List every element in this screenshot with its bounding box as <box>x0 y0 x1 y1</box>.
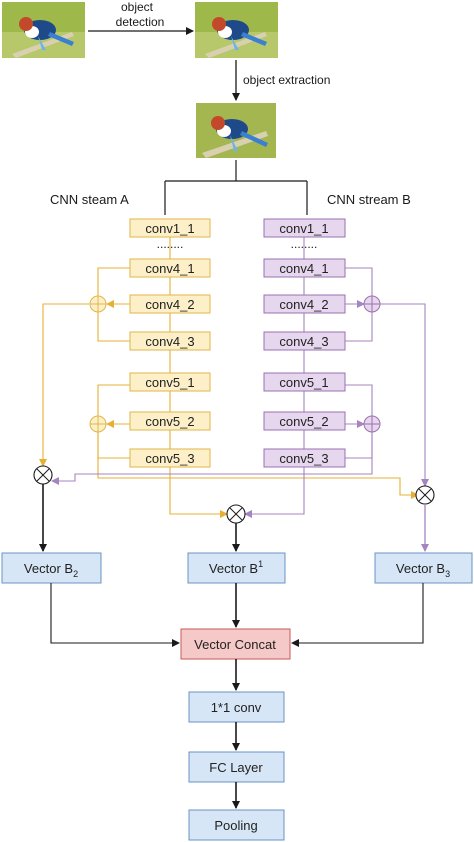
svg-text:conv4_3: conv4_3 <box>279 334 328 349</box>
svg-text:conv1_1: conv1_1 <box>145 221 194 236</box>
multiply-node-right <box>415 485 435 505</box>
svg-text:1*1 conv: 1*1 conv <box>211 700 262 715</box>
stream-b-conv5-3: conv5_3 <box>263 448 346 468</box>
stream-b-conv5-1: conv5_1 <box>263 372 346 392</box>
stream-b-conv4-3: conv4_3 <box>263 331 346 351</box>
stream-a-conv4-2: conv4_2 <box>129 294 211 314</box>
svg-text:conv4_2: conv4_2 <box>145 297 194 312</box>
svg-text:FC Layer: FC Layer <box>209 760 263 775</box>
bird-image-extracted <box>196 103 276 158</box>
stream-b-conv1-1: conv1_1 <box>263 218 346 238</box>
stream-b-conv4-2: conv4_2 <box>263 294 346 314</box>
bird-image-detected <box>195 2 278 58</box>
svg-text:conv5_3: conv5_3 <box>145 451 194 466</box>
arrow-b2-to-concat <box>50 583 180 647</box>
vector-concat-box: Vector Concat <box>180 628 291 660</box>
svg-text:conv5_1: conv5_1 <box>279 375 328 390</box>
stream-a-sum-5 <box>89 415 107 433</box>
svg-text:conv4_2: conv4_2 <box>279 297 328 312</box>
stream-b-sum-4 <box>363 295 381 313</box>
stream-a-ellipsis: ........ <box>157 237 184 251</box>
svg-text:conv4_3: conv4_3 <box>145 334 194 349</box>
stream-b-conv5-2: conv5_2 <box>263 411 346 431</box>
svg-text:conv5_3: conv5_3 <box>279 451 328 466</box>
vector-b3-box: Vector B3 <box>374 552 473 584</box>
multiply-node-left <box>33 465 53 485</box>
stream-a-conv5-1: conv5_1 <box>129 372 211 392</box>
svg-text:Vector B1: Vector B1 <box>209 559 263 576</box>
pooling-box: Pooling <box>188 809 285 841</box>
stream-a-title: CNN steam A <box>50 192 129 207</box>
stream-a-conv5-3: conv5_3 <box>129 448 211 468</box>
stream-b-ellipsis: ........ <box>291 237 318 251</box>
stream-b-title: CNN stream B <box>327 192 411 207</box>
svg-text:conv4_1: conv4_1 <box>279 261 328 276</box>
conv-1x1-box: 1*1 conv <box>188 691 285 723</box>
svg-text:conv5_1: conv5_1 <box>145 375 194 390</box>
stream-b-connections <box>51 237 429 518</box>
stream-a-conv4-3: conv4_3 <box>129 331 211 351</box>
svg-text:conv5_2: conv5_2 <box>145 414 194 429</box>
vector-b2-box: Vector B2 <box>1 552 102 584</box>
svg-text:Vector Concat: Vector Concat <box>194 637 276 652</box>
svg-text:Vector B3: Vector B3 <box>396 561 450 579</box>
fc-layer-box: FC Layer <box>188 751 285 783</box>
stream-b-sum-5 <box>363 415 381 433</box>
stream-a-connections <box>39 237 419 518</box>
stream-a-sum-4 <box>89 295 107 313</box>
stream-a-conv4-1: conv4_1 <box>129 258 211 278</box>
bird-image-original <box>2 2 85 58</box>
svg-text:Vector B2: Vector B2 <box>24 561 78 579</box>
svg-text:Pooling: Pooling <box>214 818 257 833</box>
svg-text:conv4_1: conv4_1 <box>145 261 194 276</box>
label-object-detection-2: detection <box>116 15 165 29</box>
stream-b-blocks: conv1_1 ........ conv4_1 conv4_2 conv4_3… <box>263 218 346 468</box>
multiply-node-center <box>226 504 246 524</box>
stream-a-blocks: conv1_1 ........ conv4_1 conv4_2 conv4_3… <box>129 218 211 468</box>
stream-a-conv1-1: conv1_1 <box>129 218 211 238</box>
svg-text:conv1_1: conv1_1 <box>279 221 328 236</box>
stream-split <box>164 160 308 215</box>
label-object-extraction: object extraction <box>243 73 330 87</box>
arrow-b3-to-concat <box>291 583 424 647</box>
vector-b1-box: Vector B1 <box>187 552 286 584</box>
svg-text:conv5_2: conv5_2 <box>279 414 328 429</box>
stream-a-conv5-2: conv5_2 <box>129 411 211 431</box>
stream-b-conv4-1: conv4_1 <box>263 258 346 278</box>
label-object-detection-1: object <box>121 0 154 14</box>
